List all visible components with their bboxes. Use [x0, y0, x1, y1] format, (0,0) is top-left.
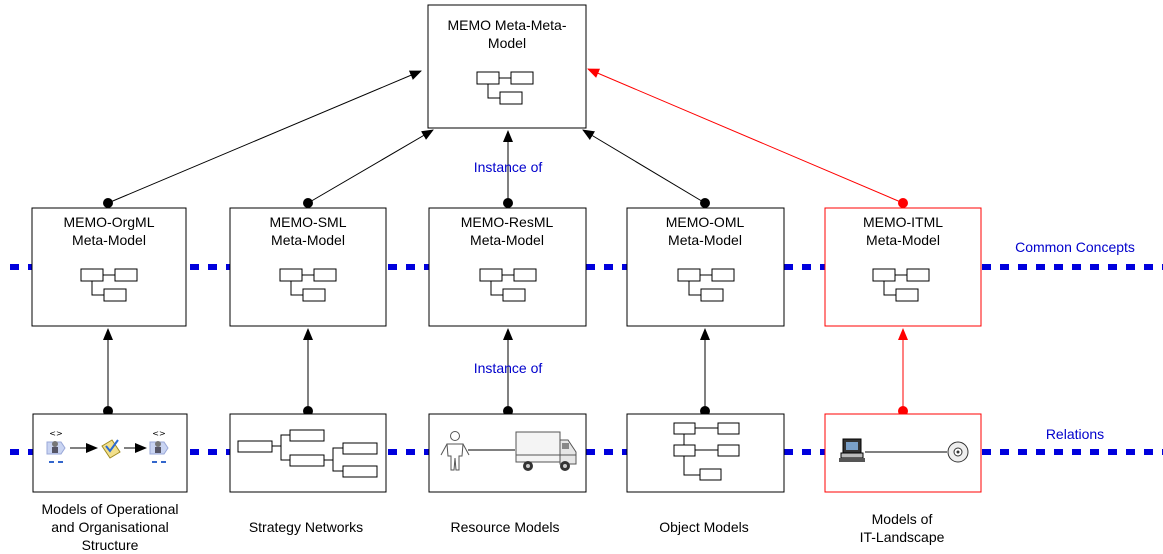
- meta-model-subtitle: Meta-Model: [470, 232, 544, 248]
- meta-meta-connectors: [103, 68, 908, 208]
- relations-label: Relations: [1046, 426, 1104, 442]
- svg-text:<>: <>: [49, 429, 62, 438]
- meta-model-orgml: MEMO-OrgML Meta-Model: [31, 207, 187, 327]
- caption-line: Models of: [872, 511, 933, 527]
- model-it-landscape: [824, 413, 982, 493]
- strategy-network-icon: [237, 429, 378, 478]
- meta-meta-model-title-line2: Model: [488, 35, 526, 51]
- model-object: [626, 413, 785, 493]
- model-resource: [428, 413, 587, 493]
- meta-meta-model-title-line1: MEMO Meta-Meta-: [447, 17, 566, 33]
- caption-it-landscape: Models of IT-Landscape: [860, 511, 945, 545]
- meta-model-title: MEMO-OrgML: [64, 214, 155, 230]
- meta-model-subtitle: Meta-Model: [866, 232, 940, 248]
- meta-meta-model-box: MEMO Meta-Meta- Model: [427, 4, 587, 129]
- delivery-truck-icon: [515, 431, 577, 471]
- caption-line: Models of Operational: [42, 501, 179, 517]
- caption-line: and Organisational: [51, 519, 169, 535]
- meta-model-itml: MEMO-ITML Meta-Model: [824, 207, 982, 327]
- process-flow-icon: <> <>: [46, 429, 169, 463]
- caption-operational: Models of Operational and Organisational…: [42, 501, 179, 553]
- meta-model-subtitle: Meta-Model: [271, 232, 345, 248]
- meta-model-subtitle: Meta-Model: [72, 232, 146, 248]
- disc-icon: [947, 441, 969, 463]
- caption-object: Object Models: [659, 519, 748, 535]
- caption-strategy: Strategy Networks: [249, 519, 363, 535]
- instance-of-label-upper: Instance of: [474, 159, 543, 175]
- person-icon: [440, 431, 470, 471]
- caption-line: Structure: [82, 537, 139, 553]
- model-strategy-networks: [229, 413, 387, 493]
- caption-resource: Resource Models: [451, 519, 560, 535]
- model-operational-structure: <> <>: [32, 413, 188, 493]
- meta-model-title: MEMO-ITML: [863, 214, 943, 230]
- meta-model-sml: MEMO-SML Meta-Model: [229, 207, 387, 327]
- svg-text:<>: <>: [152, 429, 165, 438]
- meta-model-title: MEMO-SML: [270, 214, 347, 230]
- meta-model-title: MEMO-ResML: [461, 214, 554, 230]
- meta-model-resml: MEMO-ResML Meta-Model: [428, 207, 587, 327]
- meta-model-oml: MEMO-OML Meta-Model: [626, 207, 785, 327]
- object-diagram-icon: [673, 422, 740, 481]
- common-concepts-label: Common Concepts: [1015, 239, 1135, 255]
- meta-model-subtitle: Meta-Model: [668, 232, 742, 248]
- meta-model-title: MEMO-OML: [666, 214, 745, 230]
- instance-of-label-lower: Instance of: [474, 360, 543, 376]
- caption-line: IT-Landscape: [860, 529, 945, 545]
- computer-icon: [839, 438, 865, 462]
